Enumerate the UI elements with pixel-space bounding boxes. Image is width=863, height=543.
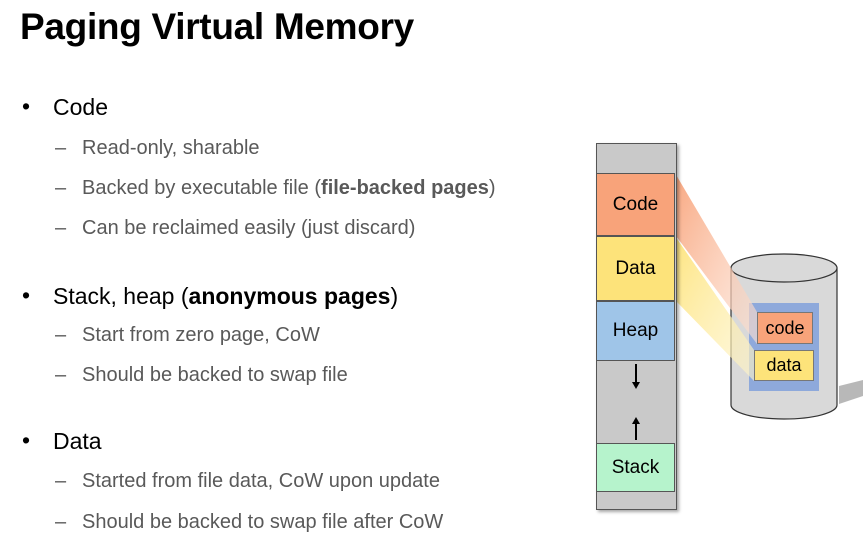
sub-item-text: Read-only, sharable (82, 137, 260, 159)
sub-item-text: Backed by executable file (file-backed p… (82, 177, 496, 199)
dash: – (55, 511, 67, 533)
bullet-dot: • (22, 427, 31, 453)
bullet-dot: • (22, 282, 31, 308)
bullet-dot: • (22, 93, 31, 119)
sub-item-text: Start from zero page, CoW (82, 324, 320, 346)
sub-item-text: Can be reclaimed easily (just discard) (82, 217, 416, 239)
dash: – (55, 177, 67, 199)
sub-item-text: Should be backed to swap file (82, 364, 348, 386)
page-title: Paging Virtual Memory (20, 6, 414, 47)
dash: – (55, 324, 67, 346)
file-page-data: data (754, 350, 814, 381)
segment-heap: Heap (596, 301, 675, 361)
sub-item-text: Started from file data, CoW upon update (82, 470, 440, 492)
dash: – (55, 470, 67, 492)
file-page-code: code (757, 312, 813, 344)
segment-data: Data (596, 236, 675, 301)
dash: – (55, 364, 67, 386)
sub-item-text: Should be backed to swap file after CoW (82, 511, 444, 533)
segment-stack: Stack (596, 443, 675, 492)
data-mapping-beam (675, 236, 754, 381)
dash: – (55, 137, 67, 159)
bullet-list: • Code – Read-only, sharable – Backed by… (22, 93, 496, 533)
bullet-label: Stack, heap (anonymous pages) (53, 283, 399, 309)
dash: – (55, 217, 67, 239)
bullet-label: Code (53, 94, 108, 120)
bullet-label: Data (53, 428, 102, 454)
code-mapping-beam (675, 173, 757, 344)
segment-code: Code (596, 173, 675, 236)
